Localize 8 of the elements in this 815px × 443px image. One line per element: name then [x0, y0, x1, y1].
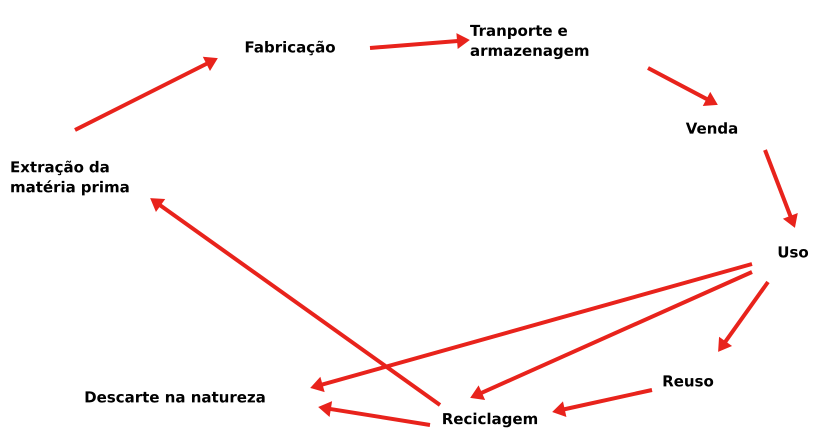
step-label: Reciclagem [443, 412, 538, 428]
step-label: Reuso [664, 375, 714, 387]
step-label: Fabricação [246, 40, 335, 56]
step-label: Venda [686, 122, 738, 134]
step-label: Descarte na natureza [86, 391, 265, 403]
step-label: Uso [778, 246, 808, 258]
step-label: Extração da matéria prima [11, 160, 129, 196]
step-label: Tranporte e armazenagem [470, 24, 588, 60]
